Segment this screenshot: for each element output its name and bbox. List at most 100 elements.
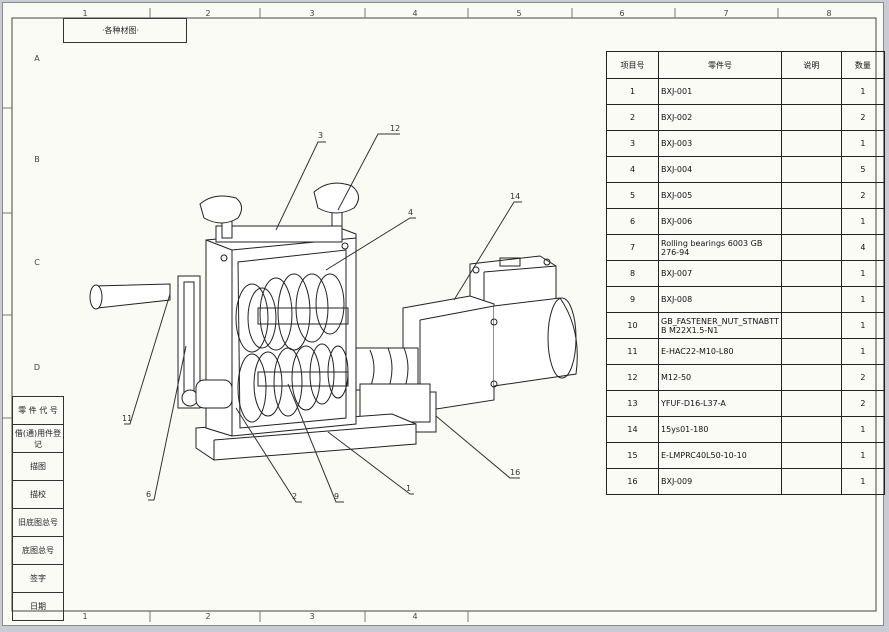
- zone-top-1: 1: [82, 9, 88, 18]
- bom-cell-qty: 1: [840, 338, 885, 365]
- bom-cell-part: BXJ-007: [658, 260, 782, 287]
- balloon-16: 16: [510, 468, 521, 477]
- bom-cell-part: E-HAC22-M10-L80: [658, 338, 782, 365]
- bom-cell-no: 14: [606, 416, 659, 443]
- bom-cell-desc: [780, 416, 842, 443]
- balloon-6: 6: [146, 490, 152, 499]
- bom-cell-qty: 2: [840, 182, 885, 209]
- bom-cell-qty: 5: [840, 156, 885, 183]
- bom-cell-qty: 1: [840, 78, 885, 105]
- side-block-cell: 描校: [12, 480, 64, 509]
- bom-cell-part: BXJ-004: [658, 156, 782, 183]
- bom-cell-part: YFUF-D16-L37-A: [658, 390, 782, 417]
- rollers: [235, 273, 349, 423]
- roller-frame: [205, 225, 357, 437]
- balloon-2: 2: [292, 492, 298, 501]
- bom-cell-part: Rolling bearings 6003 GB 276-94: [658, 234, 782, 261]
- bom-cell-desc: [780, 260, 842, 287]
- zone-left-C: C: [34, 258, 40, 267]
- side-block-cell: 底图总号: [12, 536, 64, 565]
- bom-cell-part: BXJ-008: [658, 286, 782, 313]
- balloon-1: 1: [406, 484, 412, 493]
- bom-cell-part: BXJ-009: [658, 468, 782, 495]
- bom-cell-qty: 1: [840, 312, 885, 339]
- bom-cell-no: 16: [606, 468, 659, 495]
- zone-bottom-4: 4: [412, 612, 418, 621]
- zone-top-2: 2: [205, 9, 211, 18]
- side-block-cell: 签字: [12, 564, 64, 593]
- bom-cell-part: E-LMPRC40L50-10-10: [658, 442, 782, 469]
- zone-top-5: 5: [516, 9, 522, 18]
- bom-cell-no: 8: [606, 260, 659, 287]
- bom-cell-no: 5: [606, 182, 659, 209]
- bom-cell-qty: 2: [840, 104, 885, 131]
- side-block-cell: 日期: [12, 592, 64, 621]
- zone-left-D: D: [33, 363, 41, 372]
- bom-header-desc: 说明: [780, 51, 842, 79]
- bom-cell-desc: [780, 156, 842, 183]
- bom-cell-no: 3: [606, 130, 659, 157]
- bom-cell-desc: [780, 364, 842, 391]
- bom-cell-desc: [780, 286, 842, 313]
- balloon-14: 14: [510, 192, 521, 201]
- bom-cell-qty: 1: [840, 286, 885, 313]
- balloon-3: 3: [318, 131, 324, 140]
- bom-header-no: 项目号: [606, 51, 659, 79]
- bom-cell-qty: 1: [840, 468, 885, 495]
- zone-top-8: 8: [826, 9, 832, 18]
- bom-cell-part: M12-50: [658, 364, 782, 391]
- bom-cell-desc: [780, 312, 842, 339]
- bom-cell-desc: [780, 234, 842, 261]
- zone-top-4: 4: [412, 9, 418, 18]
- bom-cell-desc: [780, 338, 842, 365]
- bom-cell-part: 15ys01-180: [658, 416, 782, 443]
- bom-cell-qty: 1: [840, 208, 885, 235]
- bom-cell-part: BXJ-006: [658, 208, 782, 235]
- bom-cell-part: BXJ-002: [658, 104, 782, 131]
- bom-cell-no: 13: [606, 390, 659, 417]
- bom-cell-desc: [780, 468, 842, 495]
- bom-cell-desc: [780, 104, 842, 131]
- bom-cell-part: BXJ-005: [658, 182, 782, 209]
- bom-cell-no: 6: [606, 208, 659, 235]
- bom-cell-no: 2: [606, 104, 659, 131]
- bom-cell-qty: 1: [840, 442, 885, 469]
- zone-bottom-3: 3: [309, 612, 315, 621]
- bom-cell-qty: 1: [840, 416, 885, 443]
- bom-cell-desc: [780, 130, 842, 157]
- zone-bottom-2: 2: [205, 612, 211, 621]
- bom-cell-no: 12: [606, 364, 659, 391]
- coupling: [345, 347, 431, 423]
- zone-top-7: 7: [723, 9, 729, 18]
- bom-header-row: 项目号 零件号 说明 数量: [606, 51, 885, 79]
- zone-left-A: A: [34, 54, 40, 63]
- balloon-12: 12: [390, 124, 401, 133]
- bom-header-qty: 数量: [840, 51, 885, 79]
- bom-cell-no: 1: [606, 78, 659, 105]
- zone-left-B: B: [34, 155, 40, 164]
- bom-cell-desc: [780, 208, 842, 235]
- bom-cell-part: BXJ-001: [658, 78, 782, 105]
- bom-cell-part: GB_FASTENER_NUT_STNABTT B M22X1.5-N1: [658, 312, 782, 339]
- side-block-cell: 描图: [12, 452, 64, 481]
- bom-cell-desc: [780, 390, 842, 417]
- zone-bottom-1: 1: [82, 612, 88, 621]
- zone-top-3: 3: [309, 9, 315, 18]
- title-box-text: ·各种材图·: [102, 26, 140, 35]
- balloon-11: 11: [122, 414, 133, 423]
- bom-cell-qty: 1: [840, 260, 885, 287]
